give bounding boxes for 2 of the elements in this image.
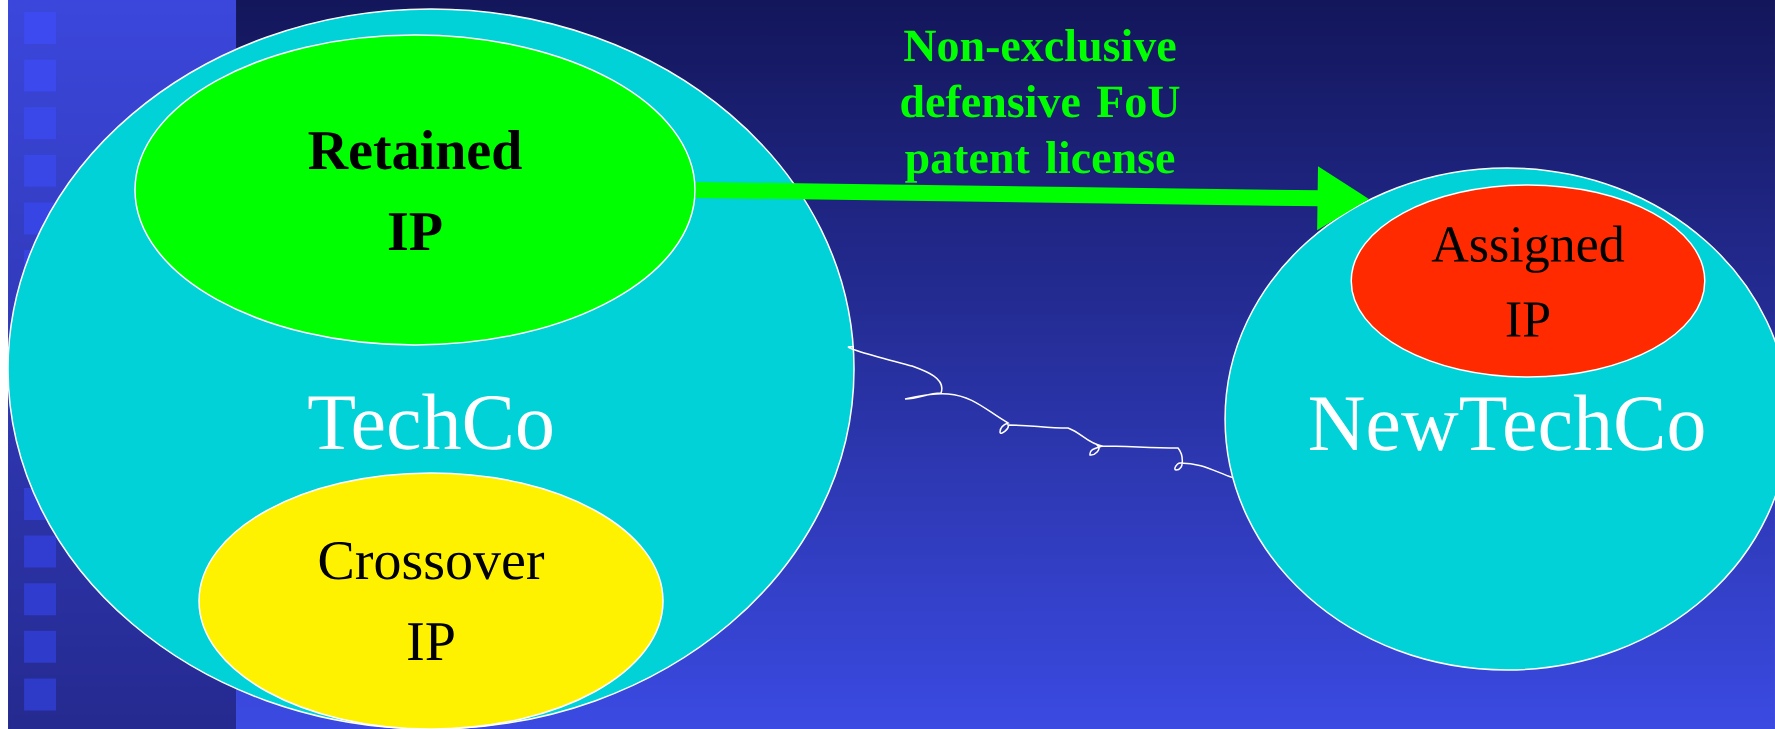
edge-label: Non-exclusive defensive FoU patent license (901, 29, 1180, 183)
connector-line (847, 345, 1233, 479)
